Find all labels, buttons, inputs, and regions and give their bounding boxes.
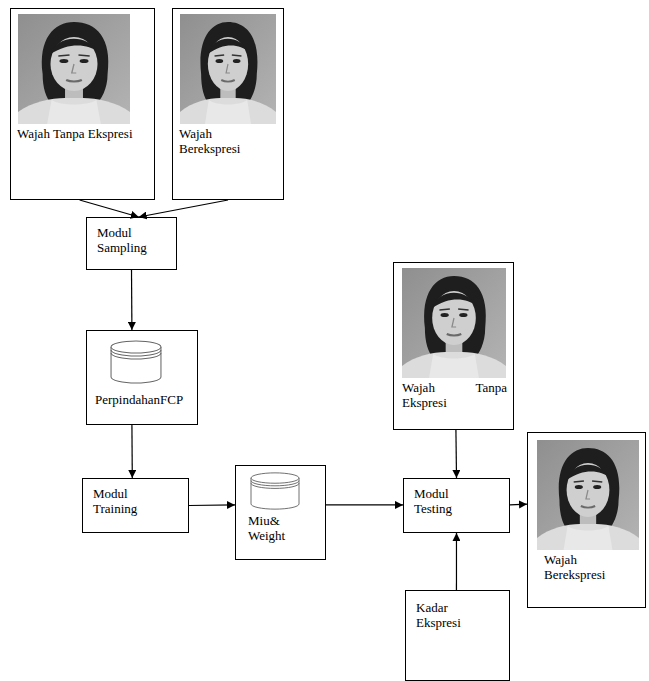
arrow-connector: [455, 430, 457, 478]
node-label: PerpindahanFCP: [95, 393, 191, 408]
arrow-connector: [131, 270, 133, 330]
database-box: Miu& Weight: [235, 465, 326, 560]
arrow-connector: [189, 504, 235, 506]
database-box: PerpindahanFCP: [86, 330, 198, 425]
arrow-connector: [456, 533, 457, 590]
face-photo: [18, 14, 130, 124]
node-label: Modul Training: [93, 487, 163, 517]
database-icon: [111, 341, 161, 383]
input-box: Kadar Ekspresi: [405, 590, 510, 681]
face-photo: [402, 268, 506, 378]
photo-box: Wajah Berekspresi: [172, 8, 284, 200]
node-label: Wajah Berekspresi: [179, 127, 264, 157]
photo-box: Wajah Berekspresi: [527, 432, 646, 608]
node-label: Wajah Berekspresi: [544, 553, 639, 583]
arrow-connector: [139, 200, 228, 217]
photo-box: Wajah Tanpa Ekspresi: [393, 262, 514, 430]
process-box: Modul Testing: [403, 478, 510, 533]
face-photo: [180, 14, 276, 124]
node-label: Modul Testing: [414, 487, 484, 517]
node-label: Miu& Weight: [248, 514, 300, 544]
photo-box: Wajah Tanpa Ekspresi: [10, 8, 155, 200]
face-photo: [537, 440, 639, 550]
node-label: Modul Sampling: [97, 226, 168, 256]
node-label: Wajah Tanpa Ekspresi: [17, 127, 149, 142]
arrow-connector: [510, 504, 527, 506]
process-box: Modul Training: [82, 478, 189, 533]
process-box: Modul Sampling: [86, 217, 177, 270]
database-icon: [251, 473, 299, 509]
arrow-connector: [80, 200, 139, 217]
arrow-connector: [326, 504, 403, 505]
node-label: Wajah Tanpa Ekspresi: [402, 381, 507, 411]
node-label: Kadar Ekspresi: [416, 601, 486, 631]
arrow-connector: [131, 425, 133, 478]
